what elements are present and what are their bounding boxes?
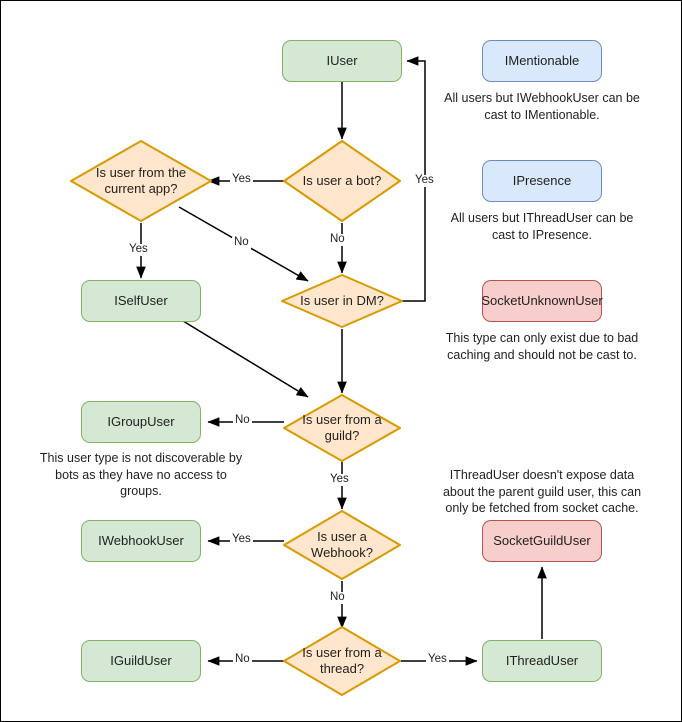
edge-label-text: Yes [428, 653, 447, 665]
note-imentionable: All users but IWebhookUser can be cast t… [442, 90, 642, 123]
node-iuser[interactable]: IUser [282, 40, 402, 82]
node-imentionable[interactable]: IMentionable [482, 40, 602, 82]
edge-iselfuser-to-isguild [182, 320, 309, 398]
node-igroupuser[interactable]: IGroupUser [81, 401, 201, 443]
note-imentionable-text: All users but IWebhookUser can be cast t… [444, 91, 640, 122]
node-iuser-label: IUser [326, 52, 358, 68]
note-socketunknownuser: This type can only exist due to bad cach… [437, 330, 647, 363]
node-imentionable-label: IMentionable [504, 52, 580, 68]
edge-label-text: No [234, 236, 249, 248]
diamond-shape [283, 140, 401, 222]
node-iguilduser[interactable]: IGuildUser [81, 640, 201, 682]
node-iselfuser-label: ISelfUser [114, 292, 168, 308]
diamond-shape [70, 140, 212, 222]
edge-label-text: Yes [415, 174, 434, 186]
edge-label-text: No [235, 653, 250, 665]
decision-is-thread-label: Is user from a thread? [302, 645, 382, 676]
decision-is-webhook-label: Is user a Webhook? [311, 529, 373, 560]
decision-is-bot[interactable]: Is user a bot? [282, 139, 402, 223]
node-iwebhookuser-label: IWebhookUser [98, 532, 184, 548]
edge-label-text: Yes [330, 473, 349, 485]
decision-is-guild[interactable]: Is user from a guild? [282, 393, 402, 463]
edge-label-webhook-yes: Yes [230, 533, 253, 546]
node-socketguilduser[interactable]: SocketGuildUser [482, 520, 602, 562]
node-socketunknownuser-label: SocketUnknownUser [481, 292, 603, 308]
edge-label-text: Yes [232, 173, 251, 185]
note-socketguilduser: IThreadUser doesn't expose data about th… [434, 467, 650, 517]
edge-label-text: No [235, 414, 250, 426]
node-ithreaduser-label: IThreadUser [505, 652, 579, 668]
edge-label-guild-yes: Yes [328, 473, 351, 486]
edge-label-thread-no: No [233, 653, 252, 666]
node-ipresence[interactable]: IPresence [482, 160, 602, 202]
node-iwebhookuser[interactable]: IWebhookUser [81, 520, 201, 562]
decision-is-guild-label: Is user from a guild? [302, 412, 382, 443]
node-socketunknownuser[interactable]: SocketUnknownUser [481, 280, 603, 322]
decision-is-webhook[interactable]: Is user a Webhook? [282, 509, 402, 581]
note-ipresence: All users but IThreadUser can be cast to… [442, 210, 642, 243]
note-igroupuser: This user type is not discoverable by bo… [39, 450, 243, 500]
edge-label-bot-no: No [328, 233, 347, 246]
edge-label-dm-yes: Yes [413, 174, 436, 187]
note-igroupuser-text: This user type is not discoverable by bo… [39, 451, 243, 498]
node-ithreaduser[interactable]: IThreadUser [482, 640, 602, 682]
decision-is-current-app-label: Is user from the current app? [95, 165, 187, 196]
edge-label-current-app-no: No [232, 236, 251, 249]
node-igroupuser-label: IGroupUser [107, 413, 175, 429]
decision-is-bot-label: Is user a bot? [302, 173, 382, 189]
decision-is-thread[interactable]: Is user from a thread? [282, 625, 402, 697]
node-iguilduser-label: IGuildUser [110, 652, 172, 668]
edge-label-bot-yes: Yes [230, 173, 253, 186]
node-iselfuser[interactable]: ISelfUser [81, 280, 201, 322]
edge-label-text: No [330, 591, 345, 603]
node-socketguilduser-label: SocketGuildUser [493, 532, 591, 548]
edge-label-guild-no: No [233, 414, 252, 427]
decision-is-dm[interactable]: Is user in DM? [280, 273, 404, 329]
decision-is-dm-label: Is user in DM? [300, 293, 384, 309]
edge-label-thread-yes: Yes [426, 653, 449, 666]
edge-label-webhook-no: No [328, 591, 347, 604]
note-socketguilduser-text: IThreadUser doesn't expose data about th… [442, 468, 642, 515]
note-ipresence-text: All users but IThreadUser can be cast to… [450, 211, 634, 242]
diamond-shape [283, 394, 401, 462]
edge-label-text: Yes [232, 533, 251, 545]
edge-label-text: No [330, 233, 345, 245]
node-ipresence-label: IPresence [512, 172, 572, 188]
note-socketunknownuser-text: This type can only exist due to bad cach… [445, 331, 639, 362]
diamond-shape [281, 274, 403, 328]
decision-is-current-app[interactable]: Is user from the current app? [69, 139, 213, 223]
edge-label-current-app-yes: Yes [127, 243, 150, 256]
edge-label-text: Yes [129, 243, 148, 255]
diamond-shape [283, 626, 401, 696]
diamond-shape [283, 510, 401, 580]
